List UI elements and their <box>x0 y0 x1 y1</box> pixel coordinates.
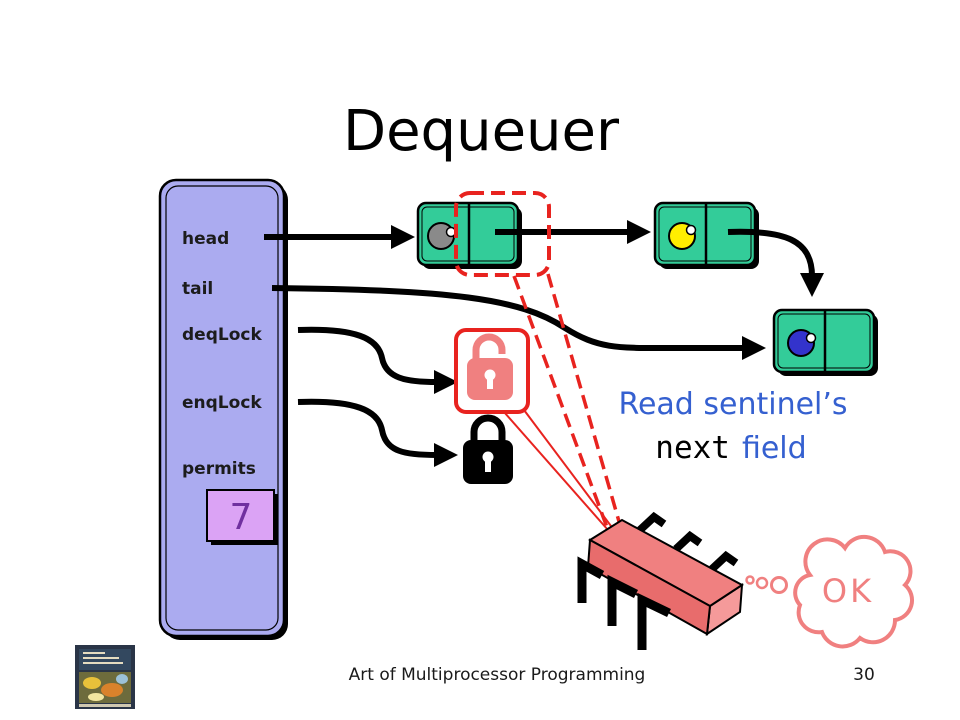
bug-upper-legs <box>637 511 739 572</box>
dashed-vision-line-right <box>546 273 624 533</box>
list-node-2 <box>653 201 759 269</box>
keyhole-slot <box>487 377 493 389</box>
bug-leg <box>637 511 667 533</box>
lock-vision-line-left <box>503 411 609 531</box>
enqlock-pointer-arrow <box>297 398 458 467</box>
permits-field-label: permits <box>182 459 256 479</box>
thought-dot-medium <box>755 576 769 590</box>
thought-cloud <box>793 534 915 649</box>
book-cover-title-line <box>83 652 105 654</box>
book-cover-title-line <box>83 662 123 664</box>
page-number: 30 <box>853 665 875 685</box>
queue-object-inner-outline <box>165 185 279 631</box>
book-cover-title-line <box>83 657 119 659</box>
thought-cloud-icon <box>745 534 915 649</box>
dashed-vision-line-left <box>512 275 610 531</box>
lock-vision-line-right <box>523 409 615 531</box>
tail-pointer-arrow <box>271 285 766 360</box>
bug-lower-legs <box>577 556 671 650</box>
tail-field-label: tail <box>182 279 213 299</box>
book-cover-art-shape <box>83 677 101 689</box>
footer-course-title: Art of Multiprocessor Programming <box>349 665 646 685</box>
book-cover-title-area <box>79 649 131 670</box>
deqlock-field-label: deqLock <box>182 325 262 345</box>
locked-padlock-icon <box>463 414 513 484</box>
node-item-highlight <box>685 224 697 236</box>
bug-leg <box>607 574 639 626</box>
thought-dot-small <box>745 575 755 585</box>
bug-leg <box>673 530 703 552</box>
bug-leg <box>577 556 605 603</box>
enqlock-field-label: enqLock <box>182 393 262 413</box>
unlocked-padlock-icon <box>467 333 513 400</box>
bug-icon <box>577 511 744 650</box>
queue-object: head tail deqLock enqLock permits 7 <box>158 178 288 640</box>
bug-leg <box>709 550 739 572</box>
node-item-highlight <box>805 332 817 344</box>
deqlock-pointer-arrow <box>297 326 458 394</box>
book-cover-icon <box>75 645 135 709</box>
annotation-field-word: field <box>742 431 807 466</box>
list-node-3 <box>772 308 878 376</box>
book-cover-art-shape <box>101 683 123 697</box>
next-field-highlight-box <box>454 191 551 277</box>
permits-box: 7 <box>206 489 278 545</box>
annotation-code-word: next <box>655 430 730 466</box>
annotation-line-1: Read sentinel’s <box>618 387 847 422</box>
deq-lock <box>454 328 530 414</box>
padlock-shackle <box>470 414 506 442</box>
thought-dot-large <box>770 576 788 594</box>
permits-value: 7 <box>230 497 253 538</box>
padlock-shackle <box>472 333 506 360</box>
annotation-line-2: next field <box>655 430 806 466</box>
book-cover-art-shape <box>88 693 104 701</box>
thought-text: OK <box>822 572 874 610</box>
head-field-label: head <box>182 229 229 249</box>
keyhole-slot <box>485 459 491 472</box>
bug-leg <box>637 592 671 650</box>
node2-next-arrow <box>727 228 824 297</box>
book-cover-art-shape <box>116 674 128 684</box>
sentinel-node <box>416 201 522 269</box>
thread-vision-lines <box>503 273 624 533</box>
book-cover-author-strip <box>79 704 131 707</box>
slide-title: Dequeuer <box>343 99 620 164</box>
bug-front-face <box>586 538 712 636</box>
permits-box-body <box>206 489 275 542</box>
